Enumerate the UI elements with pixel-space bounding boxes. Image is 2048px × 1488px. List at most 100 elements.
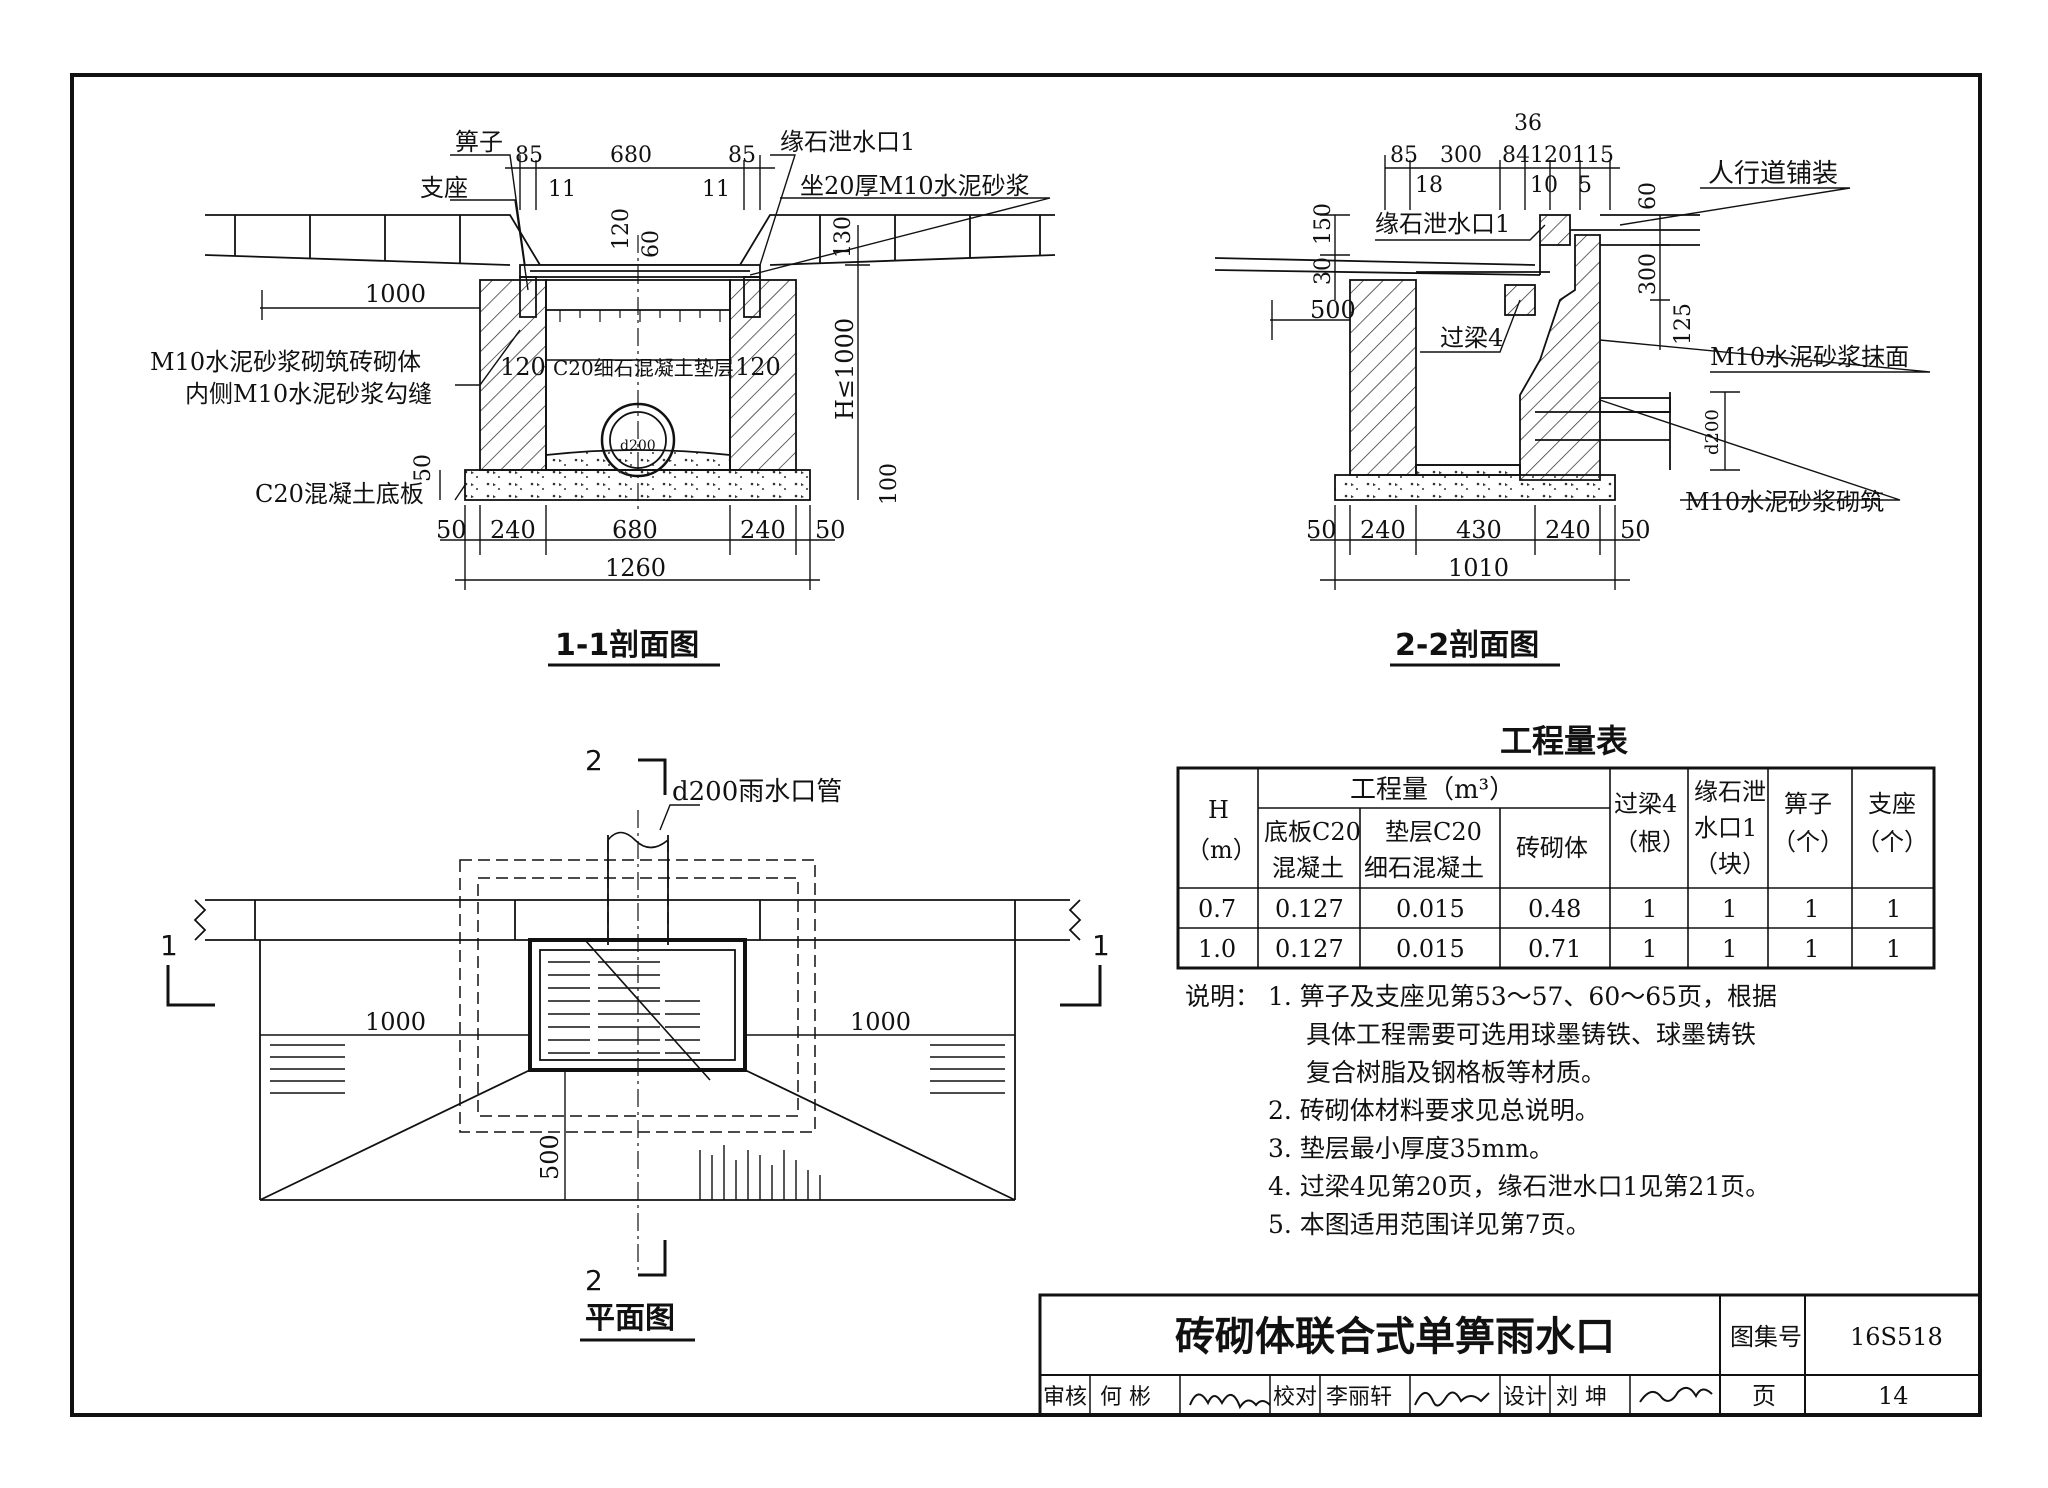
- th-base-2: 混凝土: [1272, 854, 1344, 882]
- label-cushion: C20细石混凝土垫层: [553, 356, 734, 380]
- dim-b-50-left: 50: [436, 516, 467, 544]
- atlas-label: 图集号: [1730, 1323, 1802, 1351]
- label-curb-outlet-1b: 缘石泄水口1: [1375, 210, 1510, 238]
- label-curb-outlet-1: 缘石泄水口1: [780, 128, 915, 156]
- atlas-number: 16S518: [1850, 1323, 1943, 1351]
- th-grate-1: 箅子: [1784, 790, 1832, 818]
- dim-b-50-right: 50: [815, 516, 846, 544]
- label-grate: 箅子: [455, 128, 503, 156]
- label-paving: 人行道铺装: [1708, 159, 1838, 189]
- check-label: 校对: [1273, 1385, 1317, 1410]
- drawing-title: 砖砌体联合式单箅雨水口: [1175, 1314, 1615, 1360]
- dim-v-100: 100: [877, 463, 902, 505]
- th-cushion-2: 细石混凝土: [1364, 854, 1484, 882]
- table-row: 1.0 0.127 0.015 0.71 1 1 1 1: [1198, 935, 1901, 963]
- dim-depth: H≤1000: [831, 318, 859, 420]
- th-beam-2: （根）: [1614, 828, 1686, 856]
- plan-dim-500: 500: [536, 1134, 564, 1180]
- dim-v-60: 60: [639, 230, 664, 258]
- cell-h: 0.7: [1198, 895, 1236, 923]
- dim-2-b-50-left: 50: [1306, 516, 1337, 544]
- th-beam-1: 过梁4: [1614, 790, 1677, 818]
- signature-designer: [1639, 1386, 1713, 1403]
- design-label: 设计: [1503, 1385, 1547, 1410]
- dim-v-50: 50: [411, 454, 436, 482]
- dim-in-120-left: 120: [500, 353, 546, 381]
- label-masonry-2: 内侧M10水泥砂浆勾缝: [185, 380, 432, 408]
- cut-1-right: 1: [1092, 929, 1110, 962]
- th-support-2: （个）: [1856, 828, 1928, 856]
- dim-2-85: 85: [1390, 143, 1418, 168]
- review-label: 审核: [1043, 1385, 1087, 1410]
- dim-2-10: 10: [1530, 173, 1558, 198]
- th-h-unit: （m）: [1186, 836, 1257, 864]
- cell-support: 1: [1886, 935, 1901, 963]
- dim-2-b-50-right: 50: [1620, 516, 1651, 544]
- section-2-2: [1214, 155, 1931, 590]
- th-h: H: [1208, 796, 1229, 824]
- table-row: 0.7 0.127 0.015 0.48 1 1 1 1: [1198, 895, 1901, 923]
- th-outlet-1: 缘石泄: [1694, 778, 1766, 806]
- dim-2-b-430: 430: [1456, 516, 1502, 544]
- cell-base: 0.127: [1275, 935, 1344, 963]
- cut-1-left: 1: [160, 929, 178, 962]
- cell-cushion: 0.015: [1396, 895, 1465, 923]
- dim-total-1260: 1260: [605, 554, 666, 582]
- dim-top-11-right: 11: [702, 177, 730, 202]
- th-grate-2: （个）: [1772, 828, 1844, 856]
- page-label: 页: [1752, 1382, 1776, 1410]
- title-section-1-1: 1-1剖面图: [555, 628, 699, 663]
- section-1-1: [204, 154, 1056, 590]
- dim-2-b-240-right: 240: [1545, 516, 1591, 544]
- label-masonry-1: M10水泥砂浆砌筑砖砌体: [150, 348, 421, 376]
- cut-2-bottom: 2: [585, 1264, 603, 1297]
- dim-top-680: 680: [610, 143, 652, 168]
- cell-grate: 1: [1804, 935, 1819, 963]
- cell-masonry: 0.48: [1528, 895, 1581, 923]
- note-line: 4. 过梁4见第20页，缘石泄水口1见第21页。: [1268, 1172, 1770, 1201]
- cell-beam: 1: [1642, 895, 1657, 923]
- dim-2-60: 60: [1636, 182, 1661, 210]
- label-mortar-seat: 坐20厚M10水泥砂浆: [800, 172, 1030, 200]
- notes-label: 说明：: [1185, 982, 1260, 1011]
- cell-grate: 1: [1804, 895, 1819, 923]
- th-outlet-3: （块）: [1694, 850, 1766, 878]
- dim-top-85-left: 85: [515, 143, 543, 168]
- cell-outlet: 1: [1722, 935, 1737, 963]
- note-line: 1. 箅子及支座见第53～57、60～65页，根据: [1268, 982, 1777, 1011]
- label-support: 支座: [420, 174, 468, 202]
- plan-view: [166, 758, 1102, 1277]
- th-base-1: 底板C20: [1264, 818, 1361, 846]
- title-plan: 平面图: [585, 1301, 675, 1336]
- cell-h: 1.0: [1198, 935, 1236, 963]
- dim-2-500: 500: [1310, 296, 1356, 324]
- dim-b-680: 680: [612, 516, 658, 544]
- title-section-2-2: 2-2剖面图: [1395, 628, 1539, 663]
- dim-in-120-right: 120: [735, 353, 781, 381]
- sheet-border: [70, 73, 1982, 1417]
- cell-beam: 1: [1642, 935, 1657, 963]
- dim-1000: 1000: [365, 280, 426, 308]
- note-line: 5. 本图适用范围详见第7页。: [1268, 1210, 1591, 1239]
- cell-outlet: 1: [1722, 895, 1737, 923]
- checker-name: 李丽轩: [1326, 1385, 1392, 1410]
- note-line: 3. 垫层最小厚度35mm。: [1268, 1134, 1554, 1163]
- th-cushion-1: 垫层C20: [1385, 818, 1482, 846]
- th-outlet-2: 水口1: [1694, 814, 1757, 842]
- label-beam-4: 过梁4: [1440, 324, 1503, 352]
- cell-masonry: 0.71: [1528, 935, 1581, 963]
- label-pipe-d200: d200: [620, 438, 656, 454]
- plan-dim-1000-left: 1000: [365, 1008, 426, 1036]
- page-number: 14: [1878, 1382, 1909, 1410]
- table-title: 工程量表: [1500, 722, 1628, 760]
- quantity-table: [1176, 766, 1936, 970]
- label-pipe-d200-2: d200: [1702, 409, 1723, 455]
- designer-name: 刘 坤: [1556, 1385, 1607, 1410]
- th-masonry: 砖砌体: [1516, 834, 1588, 862]
- cut-2-top: 2: [585, 744, 603, 777]
- dim-2-30: 30: [1311, 257, 1336, 285]
- note-line: 2. 砖砌体材料要求见总说明。: [1268, 1096, 1600, 1125]
- dim-2-150: 150: [1311, 203, 1336, 245]
- dim-2-84120115: 84120115: [1502, 143, 1614, 168]
